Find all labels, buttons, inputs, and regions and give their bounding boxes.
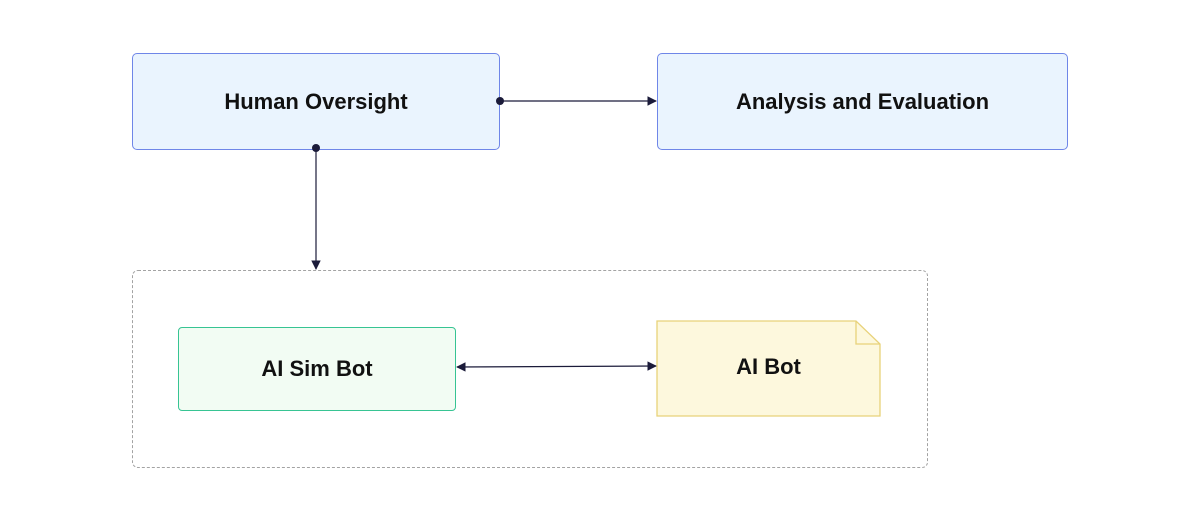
ai-bot-node[interactable]: AI Bot xyxy=(657,321,880,416)
edge-simbot-aibot xyxy=(456,361,657,372)
ai-bot-note-shape[interactable] xyxy=(656,320,881,417)
ai-sim-bot-node[interactable]: AI Sim Bot xyxy=(178,327,456,411)
edge-oversight-to-group xyxy=(311,144,321,270)
ai-sim-bot-label: AI Sim Bot xyxy=(261,356,373,381)
simulation-group[interactable] xyxy=(132,270,928,468)
human-oversight-label: Human Oversight xyxy=(224,88,408,114)
edge-start-dot xyxy=(312,144,320,152)
ai-bot-label: AI Bot xyxy=(736,353,801,379)
edge-start-dot xyxy=(496,97,504,105)
edge-oversight-to-analysis xyxy=(496,96,657,106)
analysis-evaluation-node[interactable]: Analysis and Evaluation xyxy=(657,53,1068,150)
analysis-evaluation-label: Analysis and Evaluation xyxy=(735,88,990,114)
